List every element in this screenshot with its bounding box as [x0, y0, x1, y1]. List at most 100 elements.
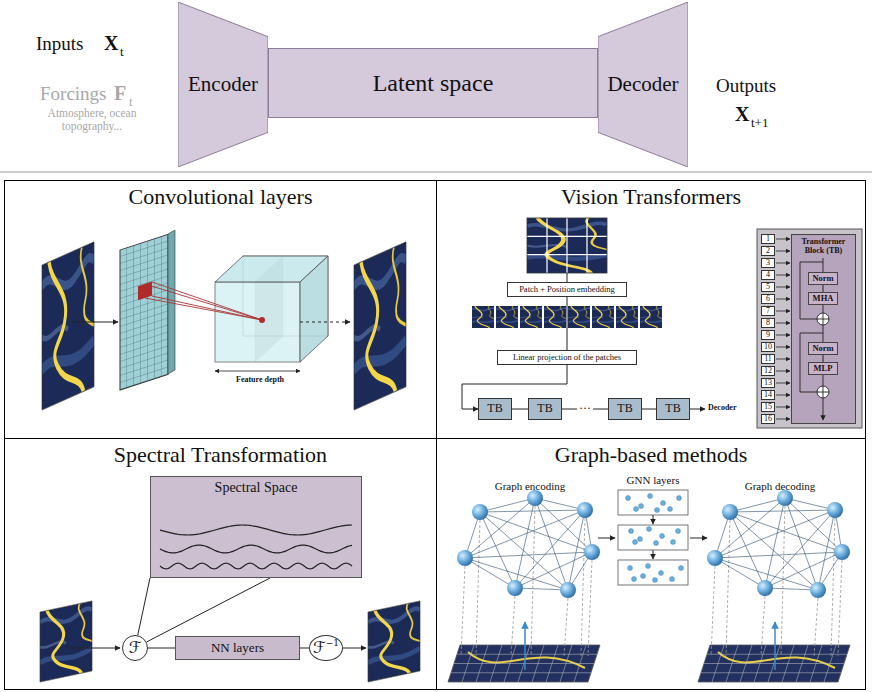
graph-figure: [726, 520, 730, 656]
graph-figure: [448, 645, 600, 682]
convolution-illustration: [42, 230, 406, 410]
graph-figure: [704, 663, 844, 664]
gnn-node-dot: [638, 537, 643, 542]
convolution-illustration: [259, 317, 265, 323]
node-label: 16: [764, 415, 772, 424]
spectral-illustration: [342, 648, 366, 649]
graph-figure: [448, 490, 600, 682]
gnn-node-dot: [628, 566, 633, 571]
input-index-box: 2: [761, 246, 775, 257]
layer-box: MLP: [808, 362, 838, 375]
vision-transformer-illustration: [472, 218, 862, 428]
vision-transformer-illustration: [817, 313, 829, 325]
vision-transformer-illustration: [544, 306, 566, 328]
node-label: 5: [766, 283, 770, 292]
convolution-illustration: [145, 284, 262, 320]
connector: [642, 409, 656, 410]
input-arrow: [776, 395, 790, 396]
input-index-box: 11: [761, 354, 775, 365]
graph-figure: [834, 544, 850, 560]
gnn-node-dot: [626, 496, 631, 501]
node-label: Decoder: [607, 73, 678, 96]
vision-transformer-illustration: [592, 306, 614, 328]
input-index-box: 12: [761, 366, 775, 377]
graph-figure: [781, 506, 785, 656]
graph-figure: [818, 510, 835, 590]
graph-figure: [698, 490, 850, 682]
gnn-node-dot: [670, 577, 675, 582]
node-label: 1: [766, 235, 770, 244]
node-label: Patch + Position embedding: [519, 285, 615, 294]
method-panel: Spectral TransformationSpectral SpaceℱNN…: [4, 438, 437, 690]
node-label: 11: [764, 355, 772, 364]
input-arrow: [776, 239, 790, 419]
graph-illustration: [618, 490, 688, 585]
stage-label: Graph decoding: [745, 480, 816, 492]
graph-figure: [511, 596, 515, 656]
graph-figure: [715, 558, 765, 588]
vision-transformer-illustration: [800, 262, 823, 319]
input-index-box: 13: [761, 378, 775, 389]
convolution-illustration: [145, 282, 262, 320]
vision-transformer-illustration: [520, 306, 542, 328]
graph-figure: [757, 580, 773, 596]
gnn-node-dot: [653, 578, 658, 583]
node-label: Transformer Block (TB): [794, 238, 853, 256]
math-symbol: X: [104, 32, 118, 54]
vision-transformer-illustration: [616, 306, 638, 328]
node-label: Latent space: [373, 70, 494, 96]
graph-figure: [707, 550, 723, 566]
input-index-box: 5: [761, 282, 775, 293]
graph-figure: [722, 504, 738, 520]
connector: [823, 355, 824, 362]
graph-illustration: [618, 560, 688, 585]
node-label: 2: [766, 247, 770, 256]
spectral-illustration: [368, 601, 420, 682]
math-symbol: F: [114, 82, 126, 104]
graph-figure: [457, 654, 597, 655]
vision-transformer-illustration: [527, 218, 607, 273]
graph-figure: [711, 566, 715, 656]
convolution-illustration: [215, 282, 300, 362]
convolution-illustration: [300, 322, 350, 323]
gnn-node-dot: [679, 566, 684, 571]
vision-transformer-illustration: [690, 409, 705, 410]
node-label: Linear projection of the patches: [513, 353, 621, 362]
process-box: Patch + Position embedding: [507, 282, 627, 297]
gnn-node-dot: [648, 494, 653, 499]
input-arrow: [776, 407, 790, 408]
spectral-space-box: Spectral Space: [150, 476, 362, 578]
convolution-illustration: [145, 298, 262, 320]
variable-label: Inputs: [36, 34, 84, 55]
input-arrow: [776, 347, 790, 348]
panel-heading: Graph-based methods: [555, 443, 747, 467]
graph-figure: [584, 544, 600, 560]
spectral-illustration: [368, 601, 420, 682]
graph-figure: [715, 498, 785, 558]
transformer-block-box: TB: [656, 398, 690, 420]
input-index-box: 14: [761, 390, 775, 401]
graph-figure: [465, 558, 515, 588]
vision-transformer-illustration: [823, 325, 824, 342]
convolution-illustration: [152, 296, 262, 320]
vision-transformer-illustration: [640, 306, 662, 328]
spectral-wave: [160, 525, 352, 569]
superscript: −1: [326, 639, 339, 649]
convolution-illustration: [168, 230, 175, 374]
input-index-box: 7: [761, 306, 775, 317]
transform-circle: ℱ: [122, 635, 148, 661]
gnn-node-dot: [655, 508, 660, 513]
spectral-illustration: [40, 601, 92, 682]
subscript: t: [120, 45, 124, 59]
note-text: Atmosphere, ocean topography...: [33, 107, 151, 132]
graph-figure: [810, 582, 826, 598]
convolution-illustration: [152, 282, 262, 320]
convolution-illustration: [120, 234, 168, 390]
input-arrow: [776, 287, 790, 288]
node-label: TB: [617, 402, 632, 415]
vision-transformer-illustration: [527, 218, 607, 273]
stage-label: GNN layers: [627, 474, 680, 486]
dimension-label: Feature depth: [236, 376, 284, 385]
graph-figure: [730, 512, 842, 552]
